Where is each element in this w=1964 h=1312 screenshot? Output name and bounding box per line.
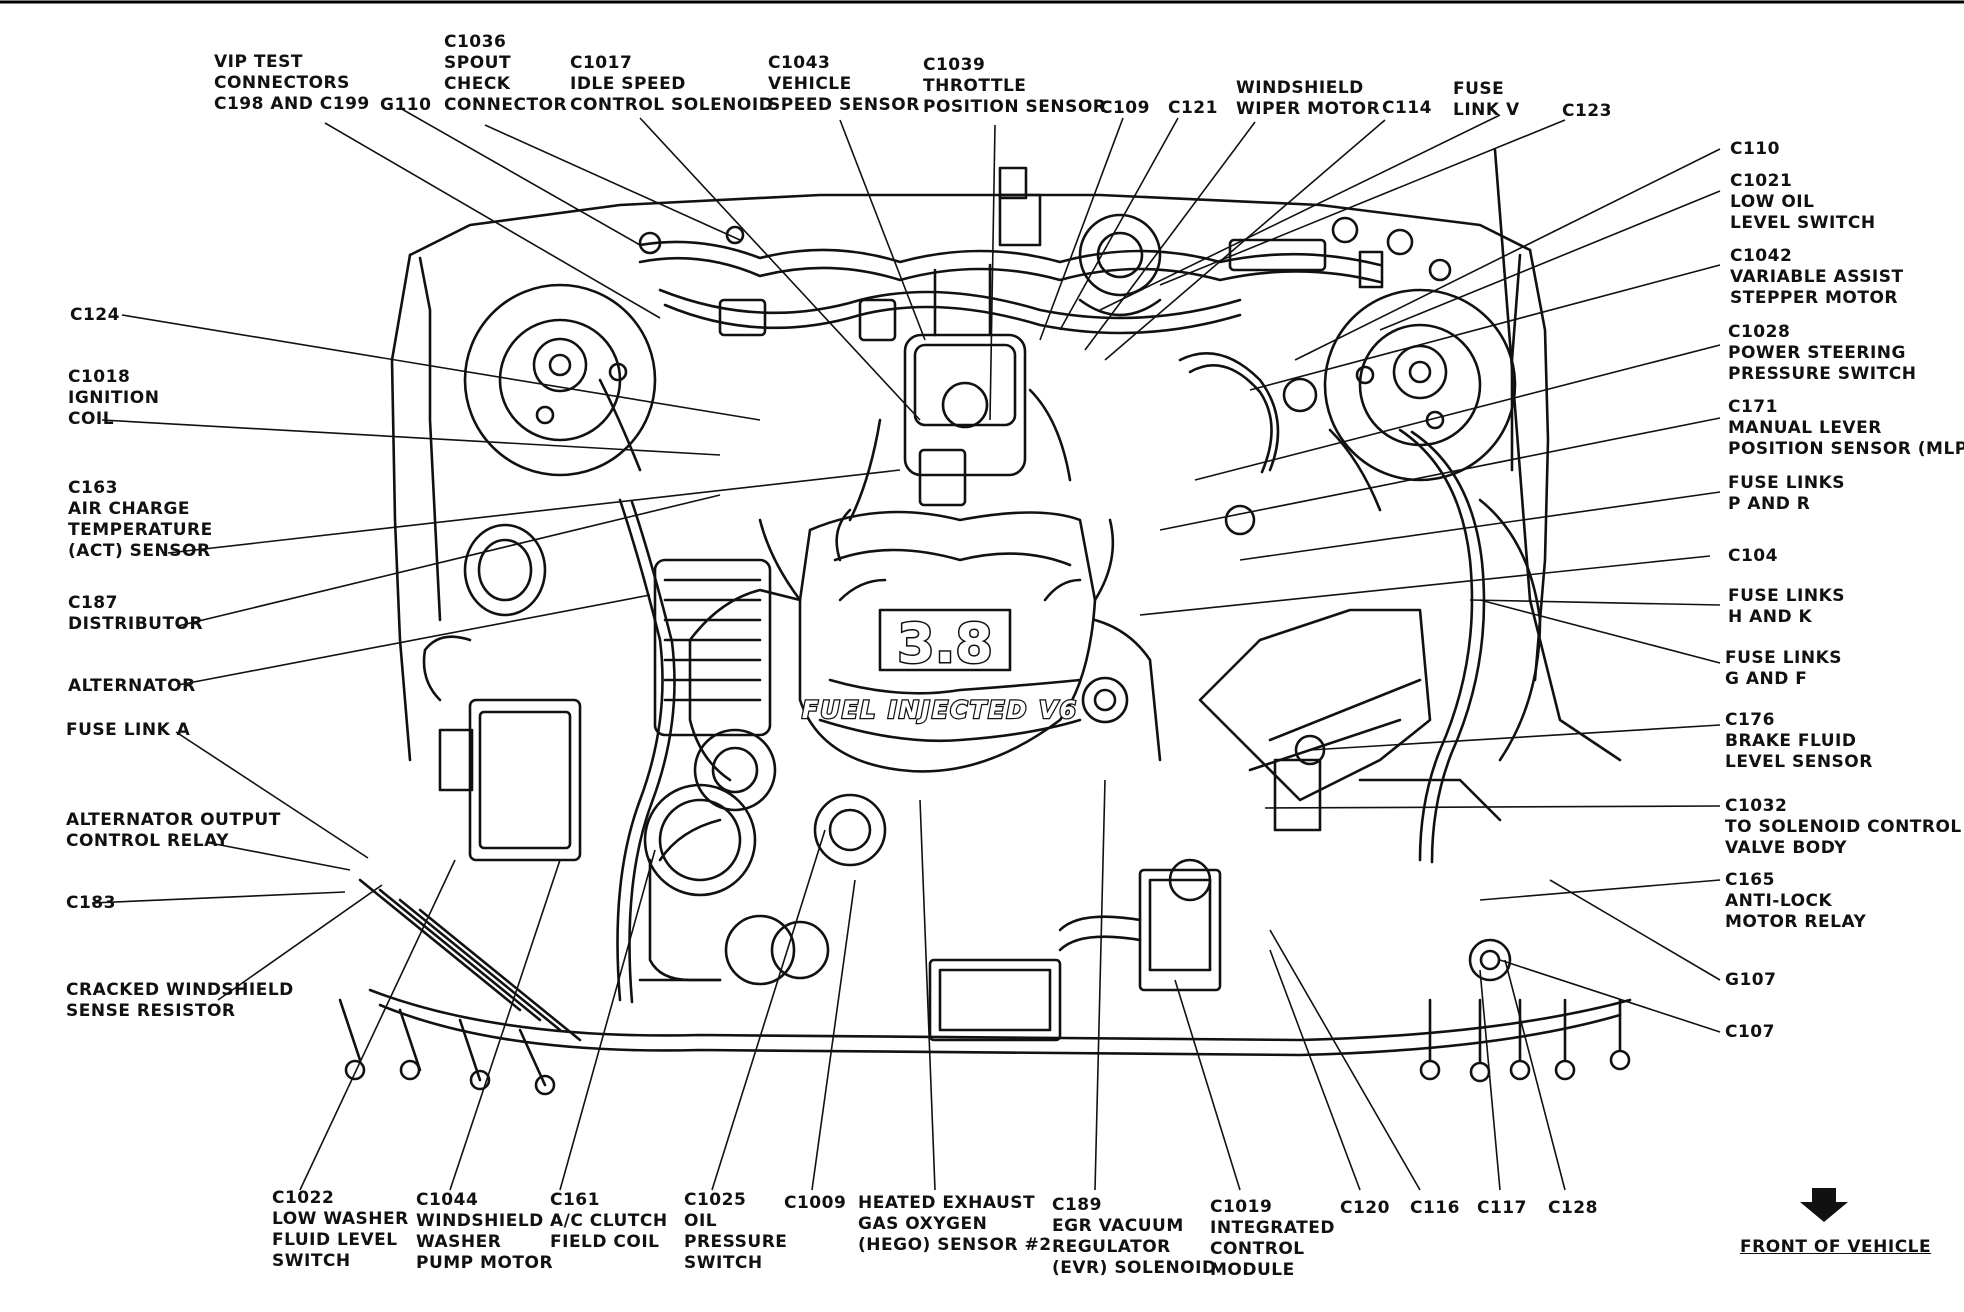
leader-lines (91, 107, 1721, 1191)
label-c116: C116 (1410, 1198, 1460, 1218)
label-c121: C121 (1168, 98, 1218, 118)
label-c109: C109 (1100, 98, 1150, 118)
label-c117: C117 (1477, 1198, 1527, 1218)
label-c120: C120 (1340, 1198, 1390, 1218)
label-c114: C114 (1382, 98, 1432, 118)
engine-size-badge: 3.8 (897, 612, 993, 675)
label-c1009: C1009 (784, 1193, 847, 1213)
engine-artwork (338, 148, 1632, 1096)
label-c123: C123 (1562, 101, 1612, 121)
label-alternator: ALTERNATOR (68, 676, 196, 696)
label-c107: C107 (1725, 1022, 1775, 1042)
front-of-vehicle-label: FRONT OF VEHICLE (1740, 1237, 1932, 1257)
front-arrow-icon (1800, 1188, 1848, 1222)
label-g110: G110 (380, 95, 432, 115)
label-c183: C183 (66, 893, 116, 913)
label-g107: G107 (1725, 970, 1777, 990)
front-of-vehicle-indicator: FRONT OF VEHICLE (1740, 1237, 1931, 1258)
engine-badge-text: FUEL INJECTED V6 (802, 696, 1078, 724)
engine-badge: 3.8 FUEL INJECTED V6 (801, 611, 1078, 726)
label-fuse-link-a: FUSE LINK A (66, 720, 191, 740)
label-c128: C128 (1548, 1198, 1598, 1218)
label-c104: C104 (1728, 546, 1778, 566)
label-c110: C110 (1730, 139, 1780, 159)
label-c124: C124 (70, 305, 120, 325)
